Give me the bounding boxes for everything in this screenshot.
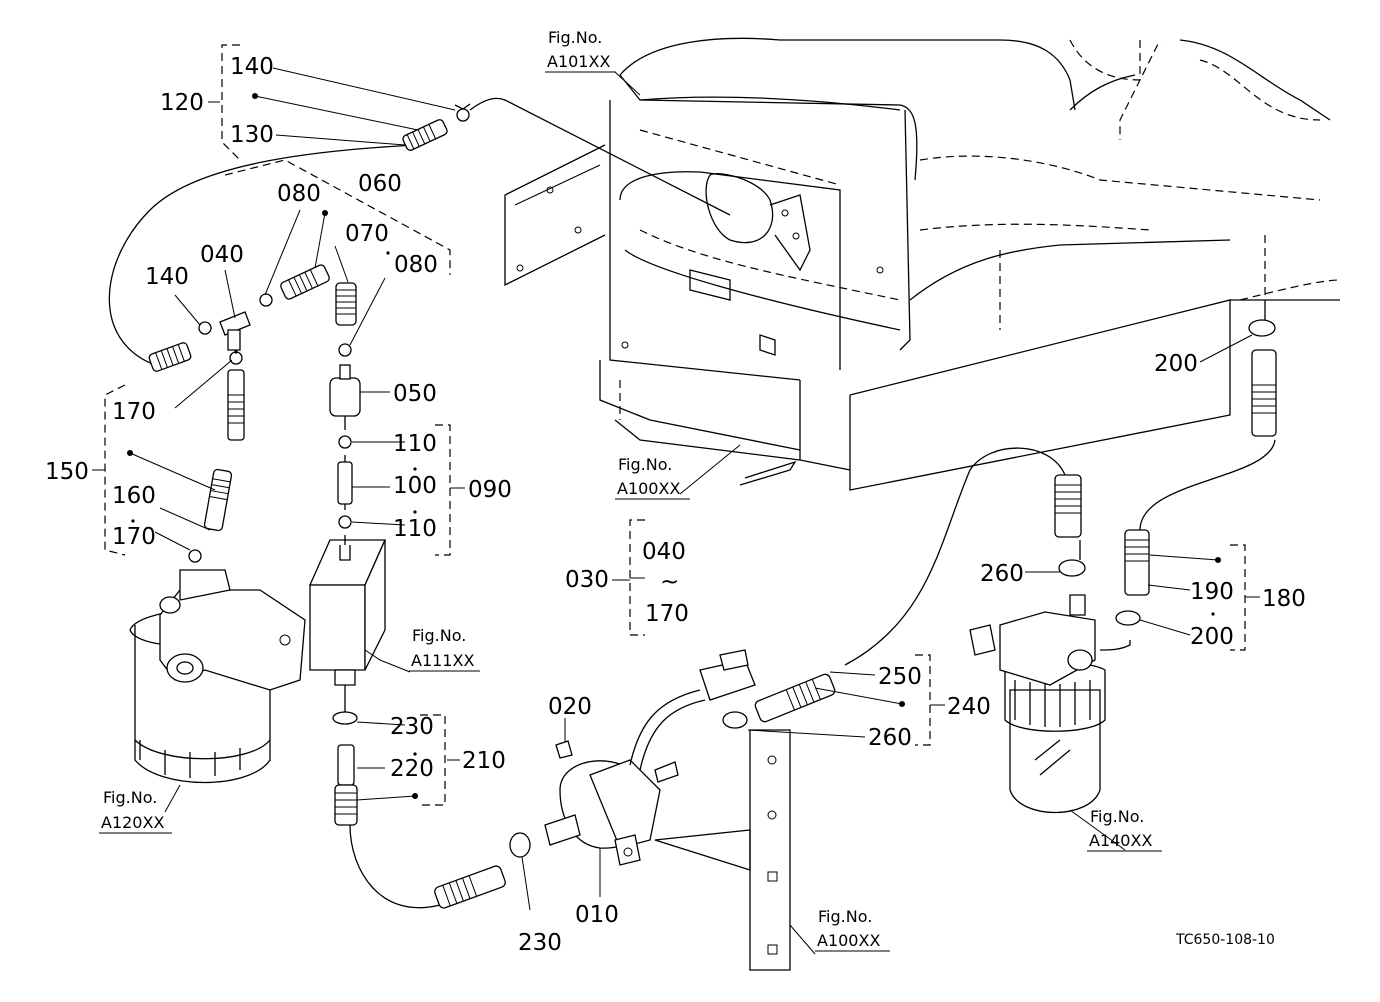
label-230-top: 230 [390, 714, 434, 740]
fig-ref-a140: A140XX [1089, 831, 1152, 850]
label-160: 160 [112, 483, 156, 509]
label-110-bottom: 110 [393, 516, 437, 542]
label-190: 190 [1190, 579, 1234, 605]
sedimenter-right [969, 594, 1106, 814]
label-110-top: 110 [393, 431, 437, 457]
fig-ref-a100-bottom: A100XX [817, 931, 880, 950]
label-140-top: 140 [230, 54, 274, 80]
label-170-range: 170 [645, 601, 689, 627]
fig-ref-a100-top: A100XX [617, 479, 680, 498]
label-tilde: ~ [660, 569, 679, 595]
part-number-labels: 140 120 130 060 080 070 040 080 140 050 … [45, 54, 1306, 956]
figure-references: Fig.No. A101XX Fig.No. A100XX Fig.No. A1… [99, 28, 1162, 952]
label-170-top: 170 [112, 399, 156, 425]
label-130: 130 [230, 122, 274, 148]
fuel-module-center [308, 539, 387, 686]
fuel-filter-left [129, 569, 306, 784]
label-240: 240 [947, 694, 991, 720]
label-090: 090 [468, 477, 512, 503]
fig-label-a140: Fig.No. [1090, 807, 1144, 826]
label-150: 150 [45, 459, 89, 485]
label-200-bottom: 200 [1190, 624, 1234, 650]
label-050: 050 [393, 381, 437, 407]
hose-fittings [148, 103, 1277, 909]
fuel-tank-assembly [504, 37, 1341, 491]
label-040: 040 [200, 242, 244, 268]
fig-label-a111: Fig.No. [412, 626, 466, 645]
fig-label-a120: Fig.No. [103, 788, 157, 807]
fig-ref-a101: A101XX [547, 52, 610, 71]
fig-label-a100-top: Fig.No. [618, 455, 672, 474]
fig-label-a101: Fig.No. [548, 28, 602, 47]
label-230-bottom: 230 [518, 930, 562, 956]
label-020: 020 [548, 694, 592, 720]
label-260-top: 260 [980, 561, 1024, 587]
label-040-range: 040 [642, 539, 686, 565]
drawing-code: TC650-108-10 [1175, 932, 1275, 948]
fig-ref-a120: A120XX [101, 813, 164, 832]
label-260-bottom: 260 [868, 725, 912, 751]
label-100: 100 [393, 473, 437, 499]
leader-lines [92, 67, 1260, 955]
label-220: 220 [390, 756, 434, 782]
separator-dots [131, 251, 1215, 756]
fuel-hoses [108, 97, 1276, 909]
fig-ref-a111: A111XX [411, 651, 474, 670]
label-080-left: 080 [277, 181, 321, 207]
label-060: 060 [358, 171, 402, 197]
label-070: 070 [345, 221, 389, 247]
label-140-left: 140 [145, 264, 189, 290]
label-030: 030 [565, 567, 609, 593]
label-180: 180 [1262, 586, 1306, 612]
label-210: 210 [462, 748, 506, 774]
label-120: 120 [160, 90, 204, 116]
fuel-pump [544, 649, 791, 971]
fig-label-a100-bottom: Fig.No. [818, 907, 872, 926]
label-200-top: 200 [1154, 351, 1198, 377]
label-250: 250 [878, 664, 922, 690]
label-080-right: 080 [394, 252, 438, 278]
label-170-bottom: 170 [112, 524, 156, 550]
label-010: 010 [575, 902, 619, 928]
